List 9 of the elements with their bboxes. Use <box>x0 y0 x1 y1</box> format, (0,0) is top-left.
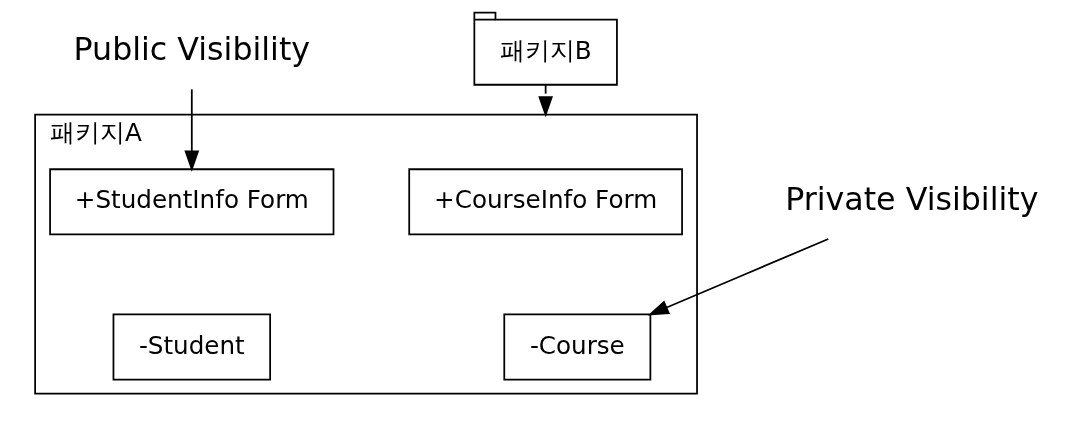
node-box: +CourseInfo Form <box>408 168 683 236</box>
arrow <box>647 238 830 316</box>
node-text: Public Visibility <box>73 30 311 67</box>
node-box: -Course <box>503 313 652 381</box>
arrow <box>538 84 554 118</box>
node-text: Private Visibility <box>785 180 1039 217</box>
node-box: +StudentInfo Form <box>49 168 335 236</box>
node-box: -Student <box>112 313 271 381</box>
arrow <box>184 88 200 172</box>
